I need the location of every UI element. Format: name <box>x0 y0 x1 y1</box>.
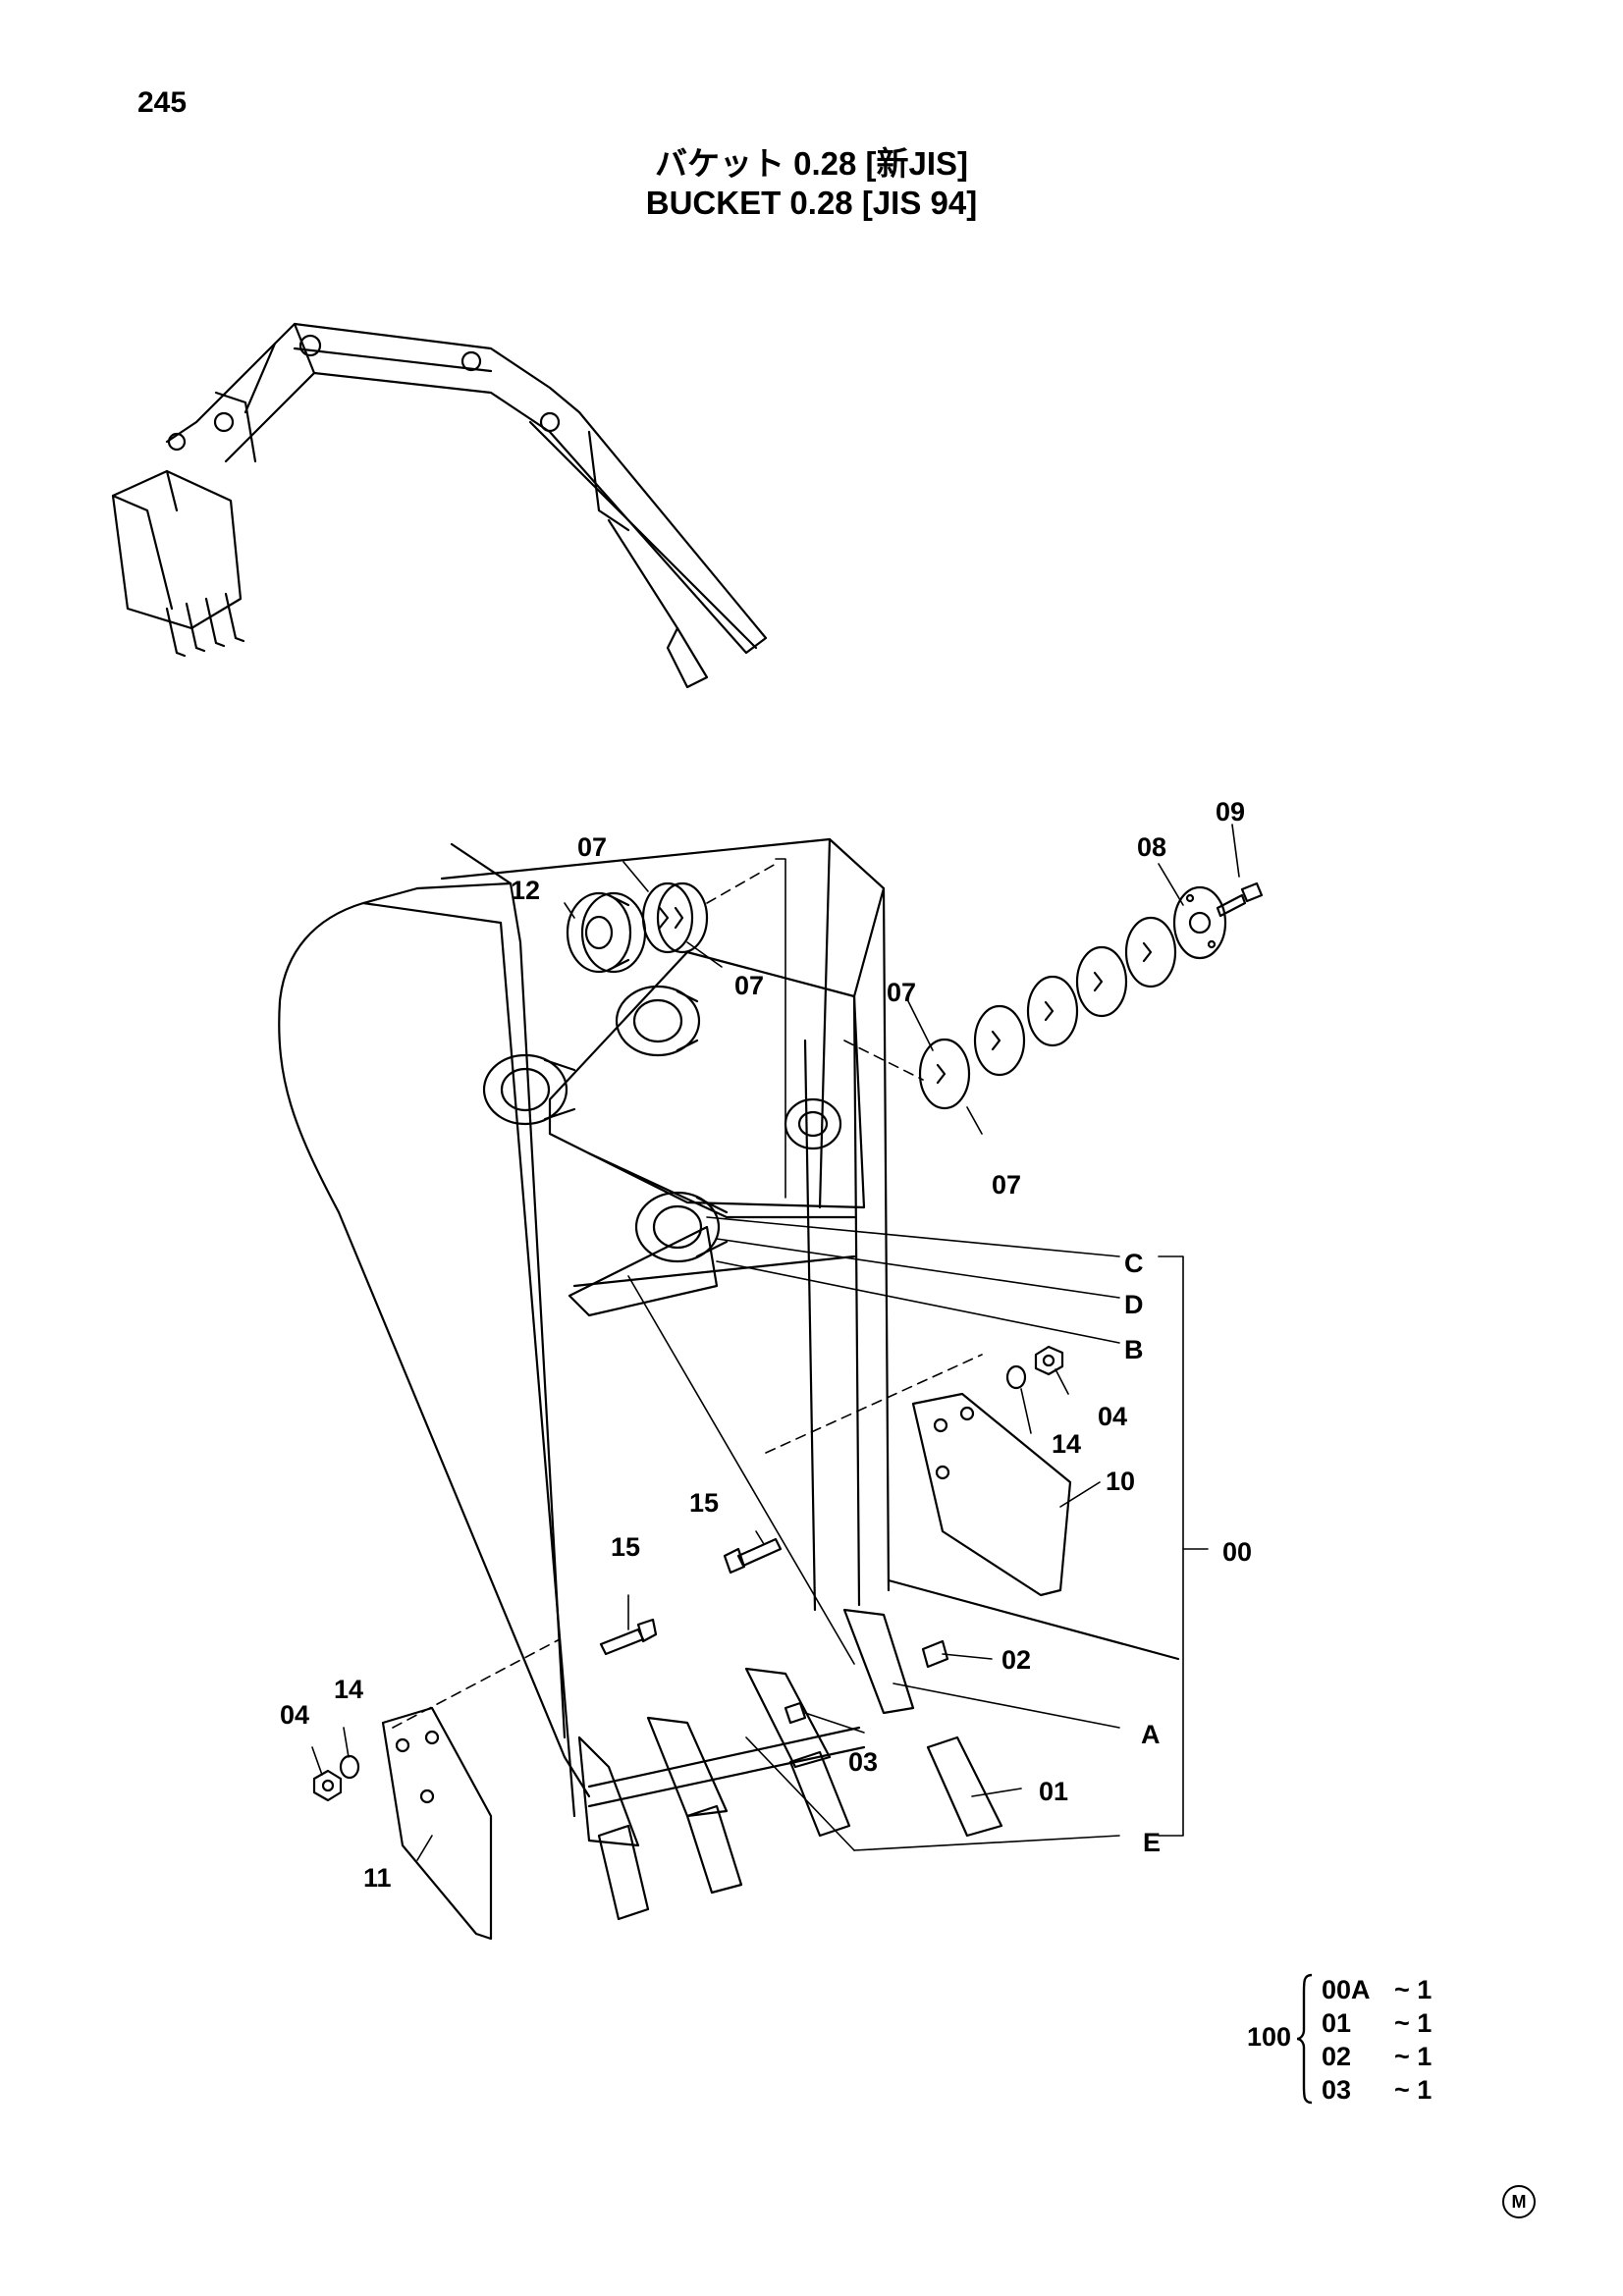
excavator-arm-overview <box>111 322 768 689</box>
part-04-nut-left <box>312 1769 343 1802</box>
title-japanese: バケット 0.28 [新JIS] <box>654 145 969 182</box>
kit-qty: ~ 1 <box>1394 2042 1433 2071</box>
boss-upper-left <box>482 1053 576 1126</box>
boss-right <box>784 1097 842 1150</box>
callout-A: A <box>1141 1720 1161 1749</box>
kit-number: 100 <box>1247 2022 1292 2052</box>
part-07-shims-right <box>918 916 1177 1110</box>
callout-C: C <box>1124 1249 1144 1278</box>
kit-qty: ~ 1 <box>1394 1975 1433 2004</box>
axis-lines <box>392 863 983 1729</box>
callout-08: 08 <box>1137 832 1166 862</box>
part-12-ring <box>566 891 647 974</box>
callout-04: 04 <box>280 1700 309 1730</box>
callout-15: 15 <box>611 1532 640 1562</box>
callout-02: 02 <box>1001 1645 1031 1675</box>
part-01-tooth-points <box>597 1735 1003 1921</box>
page-number: 245 <box>137 86 188 119</box>
callout-03: 03 <box>848 1747 878 1777</box>
callout-07: 07 <box>887 978 916 1007</box>
bucket-body <box>278 837 1180 1818</box>
callout-07: 07 <box>992 1170 1021 1200</box>
part-08-plate <box>1172 885 1227 960</box>
callout-11: 11 <box>363 1863 392 1893</box>
hinge-bracket <box>548 950 866 1317</box>
kit-qty: ~ 1 <box>1394 2008 1433 2038</box>
part-10-side-cutter <box>911 1392 1072 1597</box>
boss-upper-center <box>615 985 701 1057</box>
kit-brace <box>1296 1973 1313 2105</box>
callout-07: 07 <box>577 832 607 862</box>
callout-E: E <box>1143 1828 1161 1857</box>
part-03-lock <box>784 1701 807 1725</box>
callout-12: 12 <box>511 876 540 905</box>
callout-04: 04 <box>1098 1402 1127 1431</box>
callout-14: 14 <box>334 1675 363 1704</box>
callout-labels: 09 08 07 12 07 07 07 C D B 04 14 10 15 1… <box>280 797 1252 1893</box>
part-07-shims-left <box>641 881 709 954</box>
kit-row: 01 ~ 1 <box>1322 2006 1432 2040</box>
part-15-bolt-lower <box>599 1618 658 1656</box>
callout-09: 09 <box>1216 797 1245 827</box>
kit-code: 02 <box>1322 2042 1352 2071</box>
callout-07: 07 <box>734 971 764 1000</box>
callout-14: 14 <box>1052 1429 1081 1459</box>
part-14-washer-left <box>339 1754 360 1780</box>
circled-m-mark: M <box>1502 2185 1536 2218</box>
title-english: BUCKET 0.28 [JIS 94] <box>645 185 978 221</box>
kit-qty: ~ 1 <box>1394 2075 1433 2105</box>
callout-01: 01 <box>1039 1777 1068 1806</box>
reference-lines <box>627 858 1209 1851</box>
callout-00: 00 <box>1222 1537 1252 1567</box>
kit-row: 00A ~ 1 <box>1322 1973 1432 2006</box>
kit-row: 03 ~ 1 <box>1322 2073 1432 2107</box>
callout-15: 15 <box>689 1488 719 1518</box>
part-04-nut-right <box>1034 1345 1064 1376</box>
tooth-adapters <box>577 1608 915 1847</box>
kit-code: 01 <box>1322 2008 1352 2038</box>
callout-D: D <box>1124 1290 1144 1319</box>
callout-leaders <box>311 824 1240 1861</box>
kit-row: 02 ~ 1 <box>1322 2040 1432 2073</box>
kit-code: 03 <box>1322 2075 1352 2105</box>
part-14-washer-right <box>1005 1364 1027 1390</box>
kit-code: 00A <box>1322 1975 1371 2004</box>
callout-10: 10 <box>1106 1467 1135 1496</box>
part-15-bolt-upper <box>723 1537 783 1575</box>
part-11-side-cutter <box>381 1706 493 1941</box>
part-09-bolt <box>1216 881 1264 918</box>
callout-B: B <box>1124 1335 1144 1364</box>
kit-list: 00A ~ 1 01 ~ 1 02 ~ 1 03 ~ 1 <box>1322 1973 1432 2107</box>
part-02-pin <box>921 1639 949 1669</box>
boss-lower-center <box>634 1191 729 1263</box>
